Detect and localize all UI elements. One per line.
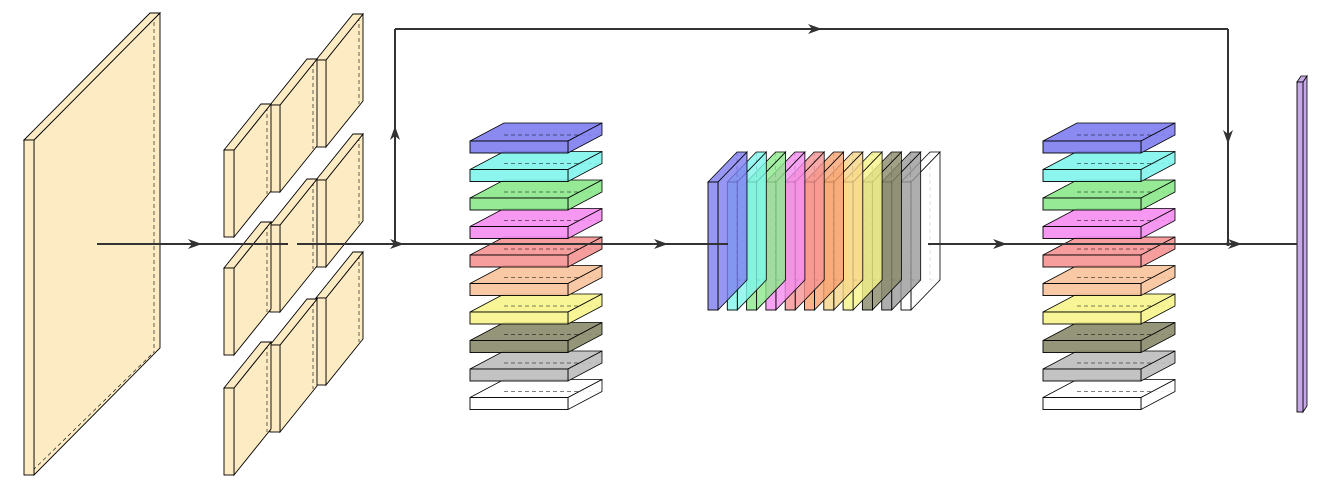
feature-stack-plate-front — [469, 169, 569, 182]
feature-stack-2-plate-front — [1042, 197, 1142, 211]
feature-stack-plate — [469, 236, 603, 268]
input-image-hidden-edge-2 — [27, 351, 155, 476]
patch-front — [223, 149, 235, 238]
feature-stack-2-plate-front — [1042, 340, 1142, 353]
patch-front — [315, 59, 327, 148]
feature-stack-plate-front — [469, 254, 569, 268]
feature-stack-plate — [469, 207, 603, 240]
patch-front — [269, 104, 281, 193]
feature-stack-plate — [469, 264, 603, 297]
patch-block — [223, 340, 272, 477]
patch-block — [223, 102, 272, 239]
output-vector-bar — [1296, 74, 1308, 414]
patch-front — [223, 267, 235, 356]
output-vector-bar-side — [1302, 74, 1308, 414]
channel-slices — [707, 151, 941, 311]
patch-block — [315, 132, 364, 269]
patch-front — [315, 179, 327, 268]
feature-stack-2-plate-front — [1042, 368, 1142, 382]
feature-stack-2-plate — [1042, 378, 1176, 411]
patch-front — [269, 224, 281, 313]
split-junction-dot — [393, 242, 397, 246]
feature-stack-2-plate-front — [1042, 397, 1142, 410]
connection-lines — [97, 24, 1297, 249]
feature-stack-2-plate — [1042, 321, 1176, 354]
output-vector-bar-front — [1296, 81, 1304, 413]
feature-stack — [469, 122, 603, 411]
feature-stack-plate-front — [469, 368, 569, 382]
feature-stack-plate-front — [469, 197, 569, 211]
feature-stack-plate-front — [469, 140, 569, 154]
feature-stack-2-plate-front — [1042, 254, 1142, 268]
channel-slice-front — [707, 181, 719, 311]
patch-grid — [223, 12, 364, 477]
feature-stack-2-plate — [1042, 264, 1176, 297]
patch-front — [315, 297, 327, 386]
feature-stack-plate-front — [469, 311, 569, 325]
feature-stack-plate-front — [469, 340, 569, 353]
feature-stack-2-plate — [1042, 122, 1176, 154]
input-image-front — [23, 139, 35, 476]
patch-front — [269, 344, 281, 433]
feature-stack-plate — [469, 179, 603, 211]
patch-block — [269, 177, 318, 314]
feature-stack-2-plate — [1042, 236, 1176, 268]
feature-stack-2-plate — [1042, 293, 1176, 325]
feature-stack-2-plate — [1042, 150, 1176, 183]
feature-stack-plate — [469, 378, 603, 411]
layer-boxes — [22, 11, 1308, 477]
feature-stack-2 — [1042, 122, 1176, 411]
feature-stack-2-plate-front — [1042, 140, 1142, 154]
patch-block — [315, 12, 364, 149]
channel-slice — [707, 151, 748, 311]
feature-stack-2-plate-front — [1042, 169, 1142, 182]
feature-stack-plate — [469, 293, 603, 325]
feature-stack-plate — [469, 350, 603, 382]
patch-block — [315, 250, 364, 387]
feature-stack-2-plate — [1042, 179, 1176, 211]
feature-stack-plate-front — [469, 397, 569, 410]
feature-stack-plate — [469, 150, 603, 183]
merge-junction-dot — [1226, 242, 1230, 246]
patch-block — [269, 297, 318, 434]
patch-block — [269, 57, 318, 194]
feature-stack-2-plate-front — [1042, 226, 1142, 239]
feature-stack-plate-front — [469, 226, 569, 239]
feature-stack-2-plate — [1042, 350, 1176, 382]
feature-stack-plate — [469, 321, 603, 354]
feature-stack-plate-front — [469, 283, 569, 296]
feature-stack-plate — [469, 122, 603, 154]
feature-stack-2-plate — [1042, 207, 1176, 240]
patch-block — [223, 220, 272, 357]
patch-front — [223, 387, 235, 476]
feature-stack-2-plate-front — [1042, 283, 1142, 296]
feature-stack-2-plate-front — [1042, 311, 1142, 325]
